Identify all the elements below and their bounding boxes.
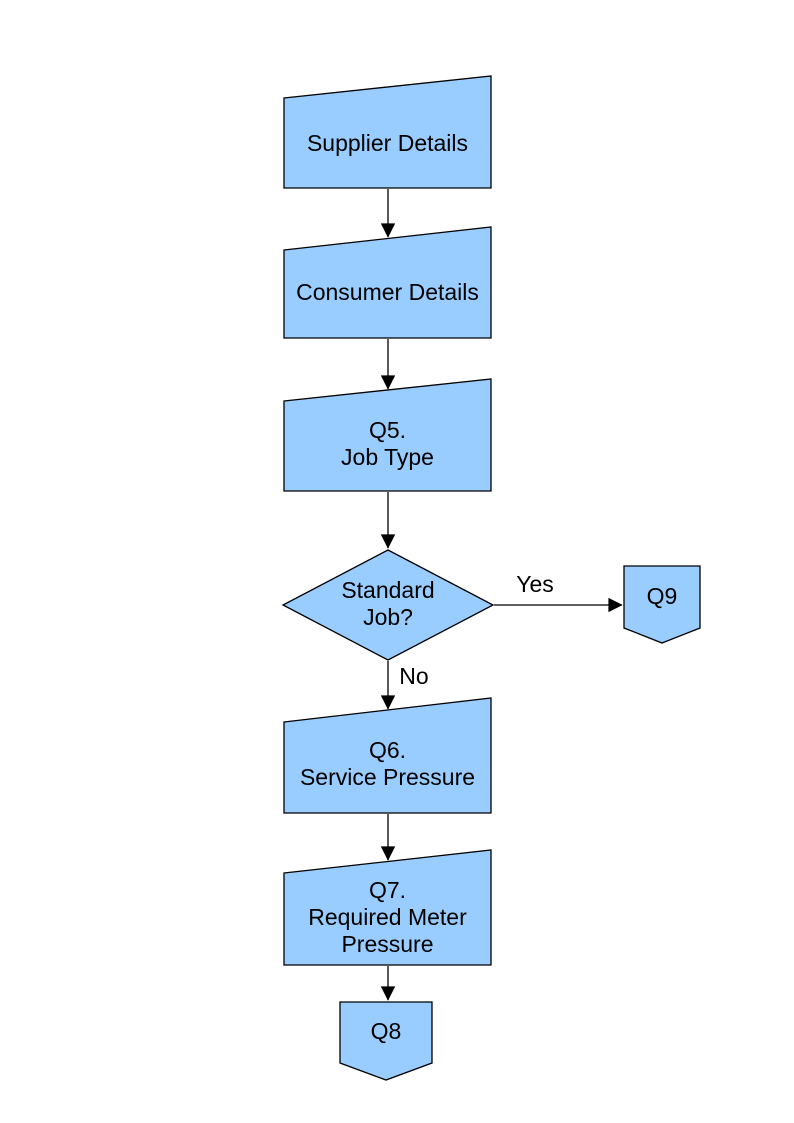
consumer-details-label: Consumer Details [296,279,479,305]
q8-connector-shape [339,1001,433,1081]
q6-service-pressure-shape [283,697,492,814]
q9-connector-shape [623,565,701,644]
q8-connector-label: Q8 [370,1018,402,1044]
q5-job-type-shape [283,378,492,492]
q9-connector-label: Q9 [646,583,678,609]
q7-required-meter-pressure-shape [283,849,492,966]
consumer-details-shape [283,226,492,339]
supplier-details-label: Supplier Details [306,130,469,156]
yes-edge-label: Yes [516,571,554,597]
standard-job-decision-shape [281,549,495,661]
q6-service-pressure-label: Q6. Service Pressure [299,737,476,790]
standard-job-decision-label: Standard Job? [341,577,435,630]
q5-job-type-label: Q5. Job Type [341,417,434,470]
supplier-details-shape [283,75,492,189]
no-edge-label: No [399,663,429,689]
q7-required-meter-pressure-label: Q7. Required Meter Pressure [308,877,467,957]
